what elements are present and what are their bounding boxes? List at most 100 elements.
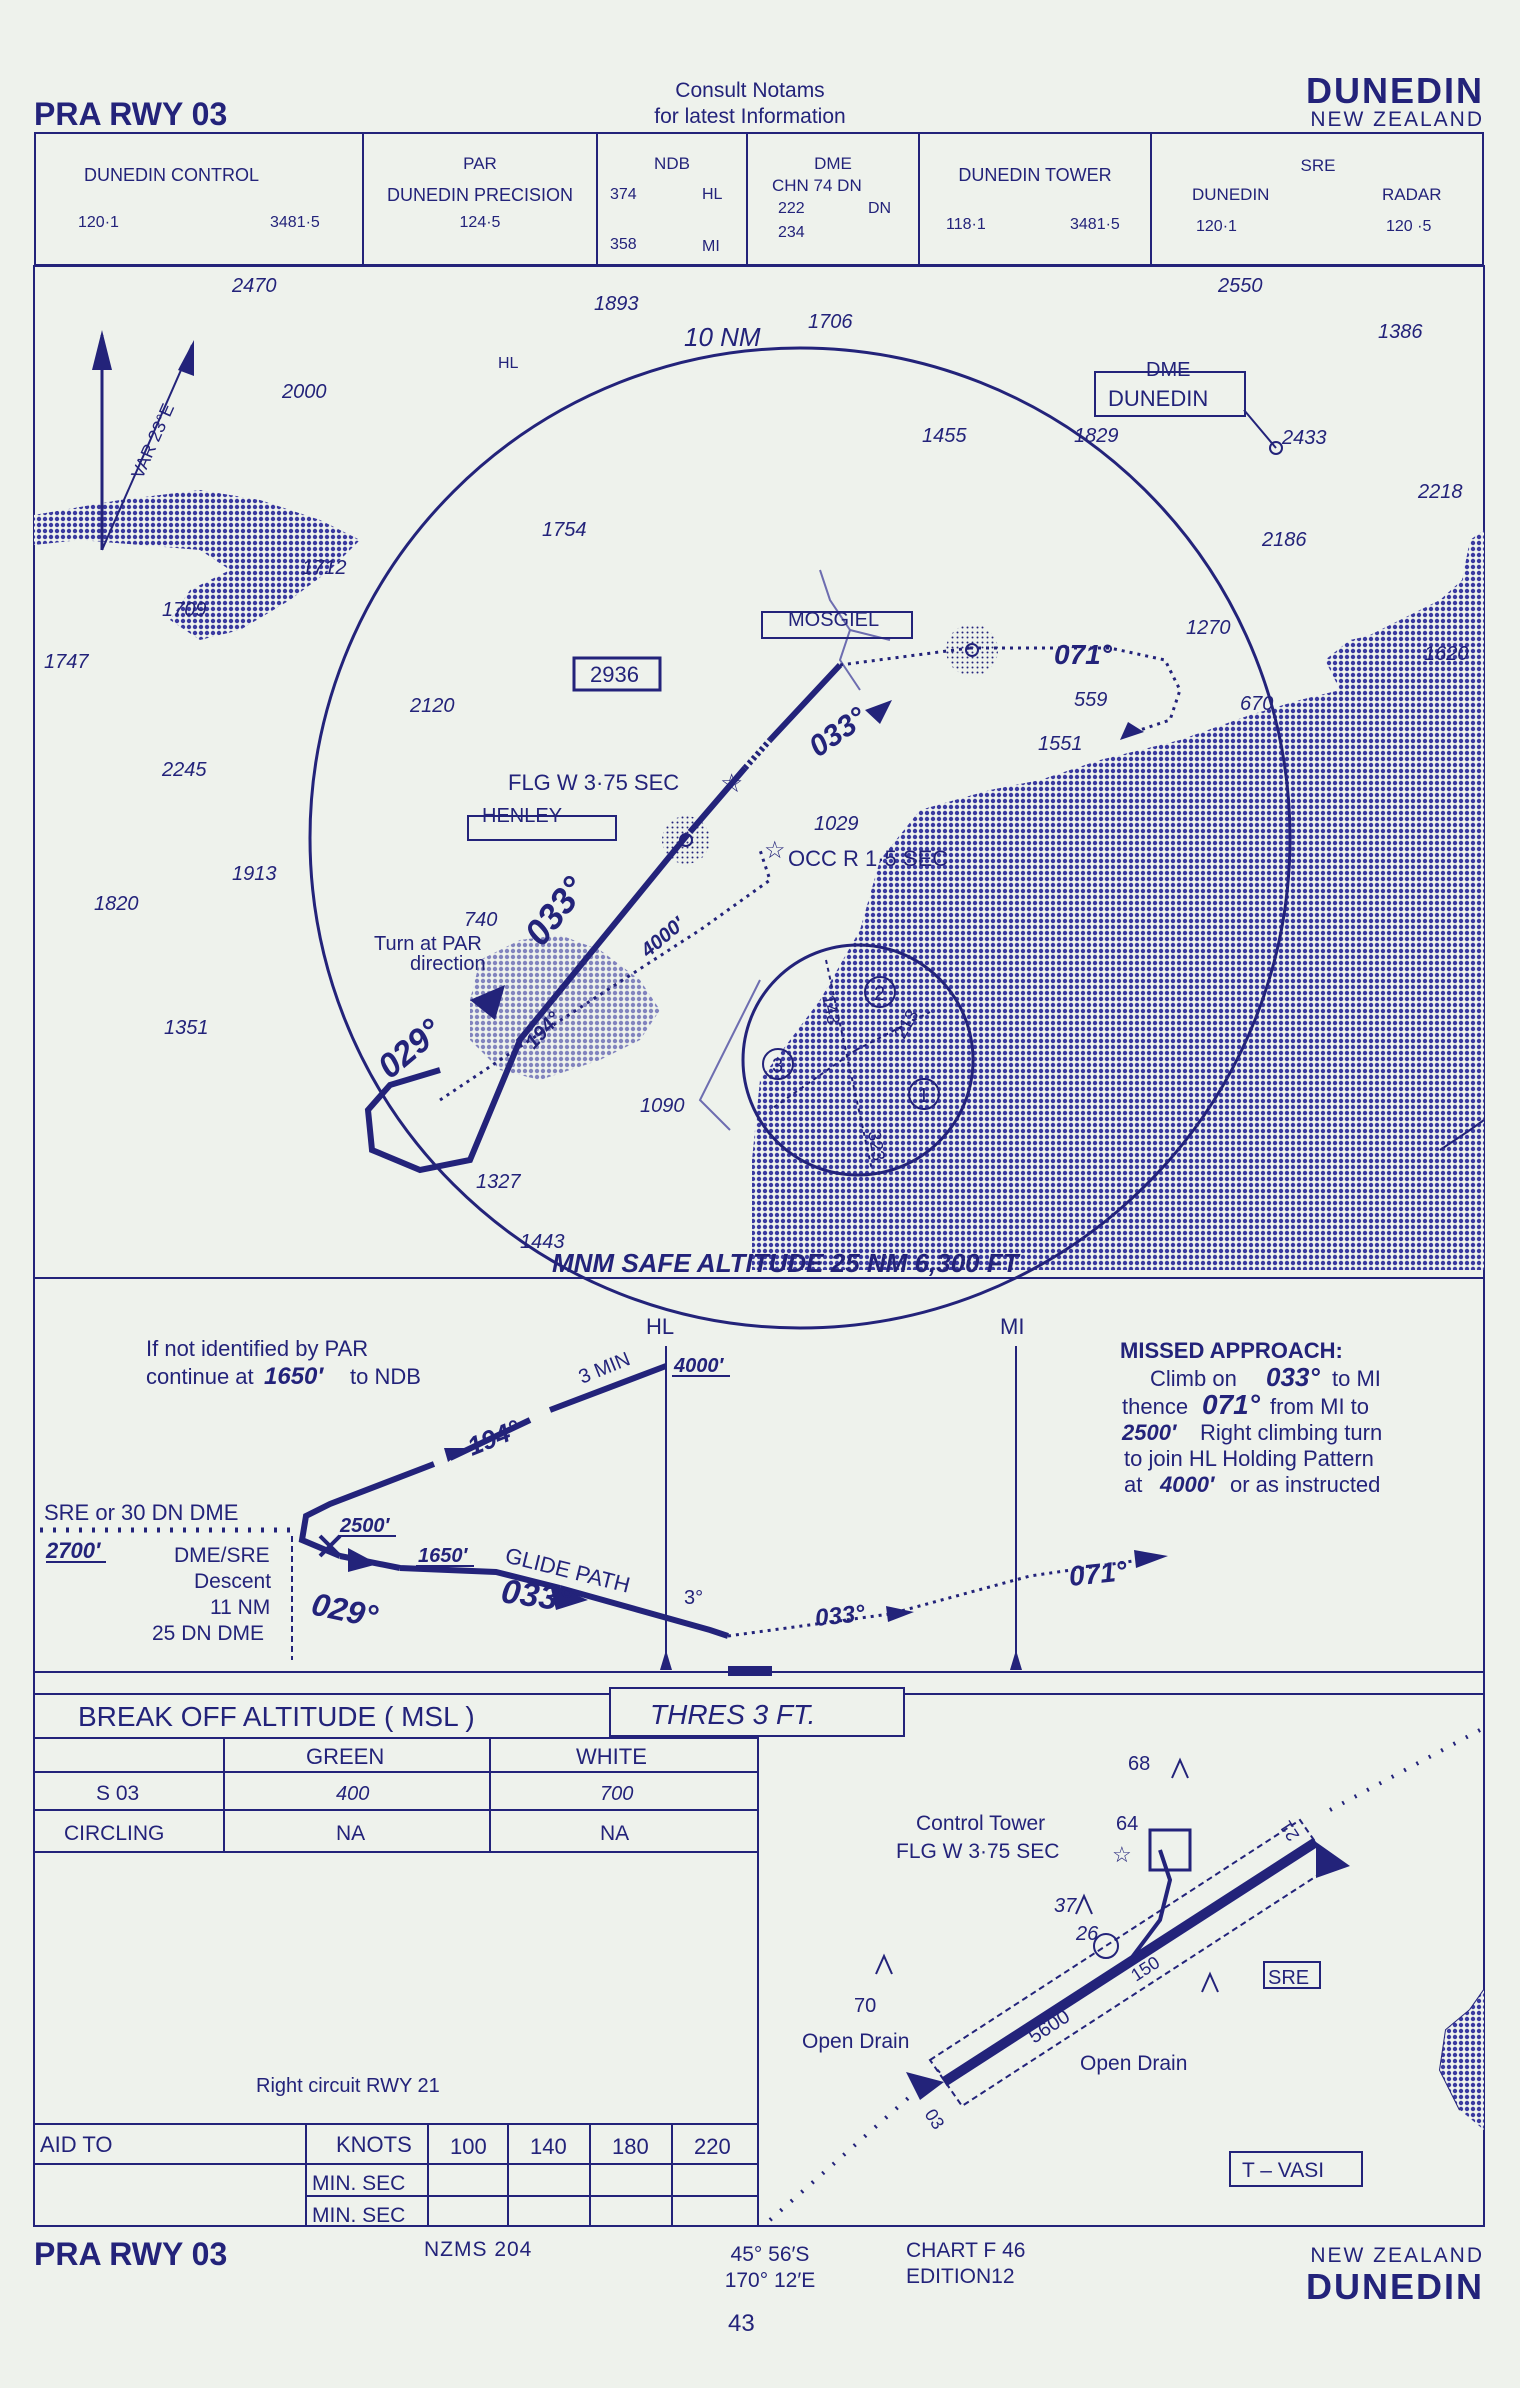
missed-dotted — [839, 646, 1182, 732]
col-white: WHITE — [576, 1744, 647, 1769]
aerodrome-ref — [1093, 1933, 1119, 1959]
elev-37: 37 — [1054, 1895, 1077, 1917]
missed-l2b: 071° — [1202, 1389, 1261, 1420]
msa-sector-line — [855, 1011, 931, 1051]
sre-radar: RADAR — [1382, 185, 1442, 204]
knots: KNOTS — [336, 2132, 412, 2157]
spot-1443: 1443 — [520, 1231, 565, 1253]
obstacle-70 — [875, 1953, 893, 1975]
sre-dme: SRE or 30 DN DME — [44, 1500, 238, 1525]
missed-title: MISSED APPROACH: — [1120, 1338, 1343, 1363]
tower-elev: 64 — [1116, 1813, 1138, 1835]
holding-descent — [298, 1363, 668, 1559]
sector-2: 2 — [874, 983, 885, 1005]
sre-label: SRE — [1300, 156, 1336, 175]
ndb-id2: MI — [702, 238, 720, 255]
spot-1754: 1754 — [542, 519, 587, 541]
true-north-head — [92, 330, 112, 370]
runway — [941, 1837, 1319, 2087]
sre-label-ad: SRE — [1268, 1967, 1309, 1989]
profile-029: 029° — [309, 1586, 381, 1635]
turn-note-2: direction — [410, 953, 486, 975]
aid-to: AID TO — [40, 2132, 113, 2157]
mosgiel-ndb — [946, 624, 998, 676]
thres-box — [609, 1687, 905, 1737]
footer-coords: 45° 56′S 170° 12′E — [700, 2242, 840, 2294]
mosgiel-label: MOSGIEL — [788, 609, 879, 631]
footer-lon: 170° 12′E — [724, 2269, 816, 2292]
spot-1270: 1270 — [1186, 617, 1231, 639]
henley-label: HENLEY — [482, 805, 562, 827]
profile-2700: 2700′ — [45, 1538, 102, 1563]
speed-220: 220 — [694, 2134, 731, 2159]
ndb-freq2: 358 — [610, 236, 637, 253]
sea-inlet — [1330, 560, 1484, 680]
descent-1: DME/SRE — [174, 1544, 270, 1567]
profile-hl: HL — [646, 1314, 674, 1339]
spot-2120: 2120 — [409, 695, 455, 717]
obstacle-37 — [1075, 1893, 1093, 1915]
missed-l1a: Climb on — [1150, 1366, 1237, 1391]
not-identified-1: If not identified by PAR — [146, 1336, 368, 1361]
spot-1893: 1893 — [594, 293, 639, 315]
arrow-head — [865, 700, 892, 724]
dme-line1: CHN 74 DN — [772, 176, 862, 195]
descent-3: 11 NM — [210, 1596, 270, 1619]
divider — [1150, 132, 1152, 266]
footer-edition: EDITION12 — [906, 2265, 1015, 2288]
spot-heights: 2470 1893 1706 2550 1386 2000 1455 1829 … — [44, 275, 1469, 1253]
obstacle-68 — [1171, 1757, 1189, 1779]
sector-1: 1 — [918, 1085, 929, 1107]
notams-note: Consult Notams for latest Information — [600, 78, 900, 130]
row1-green: 400 — [336, 1783, 369, 1805]
profile-1650: 1650′ — [418, 1545, 468, 1567]
dme-line2: 222 — [778, 200, 805, 217]
footer-nzms: NZMS 204 — [424, 2238, 533, 2261]
star-occ: ☆ — [764, 837, 786, 864]
tower-freq1: 118·1 — [946, 216, 986, 233]
ten-nm-label: 10 NM — [684, 322, 761, 352]
descent-4: 25 DN DME — [152, 1622, 264, 1645]
profile-2500: 2500′ — [339, 1515, 390, 1537]
missed-l3b: Right climbing turn — [1200, 1420, 1382, 1445]
henley-ndb — [662, 816, 710, 864]
sre-freq1: 120·1 — [1196, 218, 1237, 235]
spot-1351: 1351 — [164, 1017, 209, 1039]
taxiway — [1128, 1849, 1173, 1962]
ndb-label: NDB — [654, 154, 690, 173]
elev-box — [572, 656, 662, 692]
magnetic-north-head — [178, 340, 194, 376]
par-label: PAR — [463, 154, 497, 173]
elev-box-value: 2936 — [590, 662, 639, 687]
safe-altitude: MNM SAFE ALTITUDE 25 NM 6,300 FT — [552, 1248, 1021, 1278]
dme-box — [1094, 371, 1246, 417]
apron — [1148, 1828, 1192, 1872]
sre-freq2: 120 ·5 — [1386, 218, 1432, 235]
fix-cross — [318, 1534, 342, 1558]
ten-nm-ring — [308, 346, 1292, 1330]
spot-2000: 2000 — [281, 381, 327, 403]
airport-name: DUNEDIN — [1305, 70, 1484, 111]
profile-071: 071° — [1067, 1555, 1129, 1592]
star-tower: ☆ — [1112, 1842, 1132, 1867]
profile-mi: MI — [1000, 1314, 1024, 1339]
missed-l5b: 4000′ — [1159, 1472, 1216, 1497]
footer-chart: CHART F 46 EDITION12 — [906, 2238, 1025, 2290]
sre-name: DUNEDIN — [1192, 185, 1270, 204]
tower-freq2: 3481·5 — [1070, 216, 1120, 233]
runway-strip — [928, 1818, 1334, 2108]
control-freq1: 120·1 — [78, 214, 119, 231]
procedure-title: PRA RWY 03 — [34, 96, 228, 132]
sector-3: 3 — [772, 1055, 783, 1077]
missed-l1c: to MI — [1332, 1366, 1381, 1391]
notams-line1: Consult Notams — [675, 79, 825, 102]
min-sec-1: MIN. SEC — [312, 2172, 405, 2195]
gp-angle: 3° — [684, 1587, 703, 1609]
not-identified-2c: to NDB — [350, 1364, 421, 1389]
coast-far-right — [1439, 1119, 1485, 1151]
tower-label: Control Tower — [916, 1812, 1045, 1835]
rwy-21: 21 — [1276, 1817, 1304, 1845]
spot-2433: 2433 — [1281, 427, 1327, 449]
speed-140: 140 — [530, 2134, 567, 2159]
spot-1709: 1709 — [162, 599, 207, 621]
